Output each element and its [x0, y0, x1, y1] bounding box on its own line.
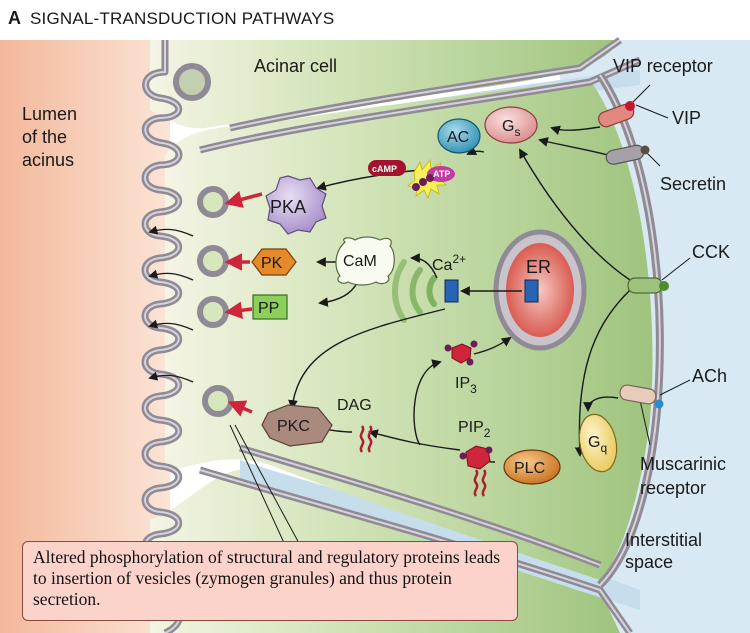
atp [407, 158, 455, 200]
vesicle [202, 385, 234, 417]
cam-label: CaM [343, 253, 377, 270]
pip2 [459, 445, 493, 497]
secretion-arrow [148, 319, 194, 331]
secretion-arrow [148, 225, 194, 237]
ac-label: AC [447, 129, 469, 146]
pk-label: PK [261, 255, 283, 272]
ca-label: Ca2+ [432, 252, 466, 274]
interstitial-label-2: space [625, 552, 673, 572]
lumen-region [0, 40, 170, 633]
gq-label: Gq [588, 434, 607, 455]
title-letter: A [8, 8, 21, 28]
plc [503, 449, 561, 485]
red-arrow [224, 190, 263, 208]
cck-receptor [627, 277, 669, 294]
camp [368, 160, 406, 176]
pip2-label: PIP2 [458, 419, 491, 440]
vesicle [197, 186, 229, 218]
calmodulin [335, 236, 395, 286]
ip3-label: IP3 [455, 375, 477, 396]
secretin-receptor [605, 144, 650, 165]
lumen-label-1: Lumen [22, 104, 77, 124]
endoplasmic-reticulum [506, 243, 574, 337]
secretin-label: Secretin [660, 174, 726, 194]
ca-channel [444, 279, 459, 303]
pp [252, 294, 288, 320]
muscarinic-label-2: receptor [640, 478, 706, 498]
ach-label: ACh [692, 366, 727, 386]
caption-text: Altered phosphorylation of structural an… [33, 547, 501, 609]
pka [265, 175, 327, 235]
secretion-arrow [148, 269, 194, 281]
muscarinic-label-1: Muscarinic [640, 454, 726, 474]
red-arrow [227, 400, 253, 417]
dag [359, 425, 373, 453]
pp-label: PP [258, 300, 279, 317]
vip-receptor [598, 101, 635, 128]
caption-box: Altered phosphorylation of structural an… [22, 541, 518, 621]
plc-label: PLC [514, 460, 545, 477]
adenylyl-cyclase [437, 118, 481, 154]
lumen-label-3: acinus [22, 150, 74, 170]
interstitial-label-1: Interstitial [625, 530, 702, 550]
vesicle [173, 63, 211, 101]
acinar-cell-label: Acinar cell [254, 56, 337, 76]
lumen-label-2: of the [22, 127, 67, 147]
red-arrow [224, 301, 253, 319]
pkc-label: PKC [277, 418, 310, 435]
gq-protein [578, 413, 618, 473]
dag-label: DAG [337, 397, 372, 414]
atp-label: ATP [433, 169, 450, 179]
pk [251, 248, 297, 276]
upper-neighbor-cell [150, 40, 620, 129]
pka-label: PKA [270, 197, 306, 217]
vesicle [197, 296, 229, 328]
pkc [261, 404, 333, 447]
ca-waves [392, 259, 437, 323]
vip-receptor-label: VIP receptor [613, 56, 713, 76]
ip3 [444, 340, 478, 366]
er-label: ER [526, 257, 551, 277]
vesicle [197, 245, 229, 277]
page-title: SIGNAL-TRANSDUCTION PATHWAYS [30, 9, 334, 28]
camp-label: cAMP [372, 164, 397, 174]
cck-label: CCK [692, 242, 730, 262]
gs-label: Gs [502, 118, 520, 139]
vip-label: VIP [672, 108, 701, 128]
gs-protein [484, 106, 538, 144]
er-ca-channel [524, 279, 539, 303]
muscarinic-receptor [619, 384, 664, 409]
secretion-arrow [148, 371, 194, 383]
